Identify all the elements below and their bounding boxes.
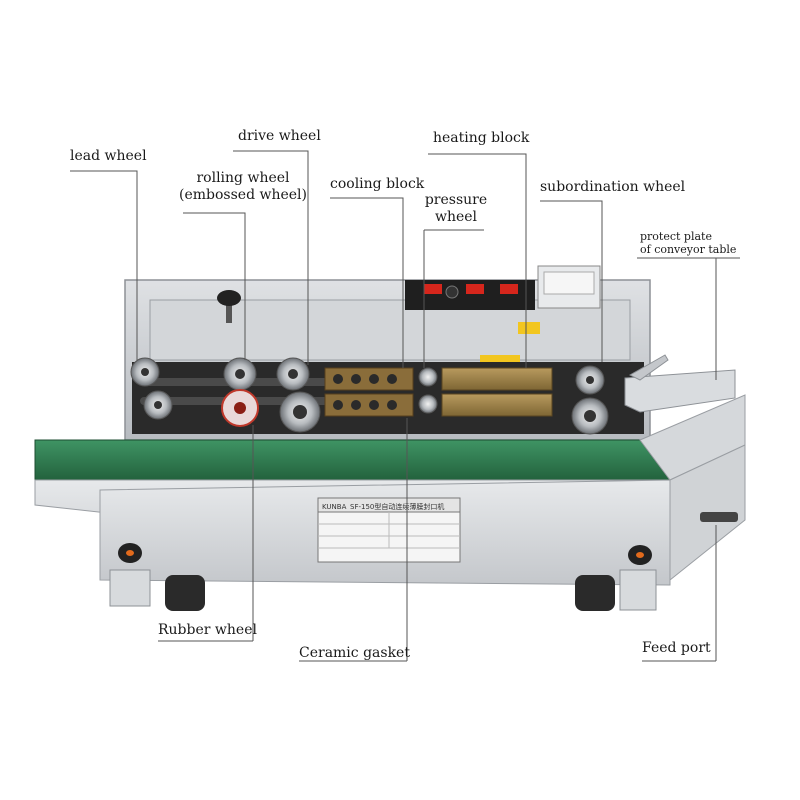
nameplate-model: SF-150型自动连续薄膜封口机 bbox=[350, 502, 444, 511]
label-rubber-wheel: Rubber wheel bbox=[158, 622, 257, 638]
heat-button-icon bbox=[500, 284, 518, 294]
label-subordination-wheel: subordination wheel bbox=[540, 179, 686, 195]
nameplate-brand: KUNBA bbox=[322, 503, 347, 511]
leader-lines bbox=[70, 150, 740, 662]
nameplate: KUNBA SF-150型自动连续薄膜封口机 bbox=[317, 497, 461, 563]
label-protect-plate-line2: of conveyor table bbox=[640, 243, 737, 256]
label-lead-wheel: lead wheel bbox=[70, 148, 147, 164]
cooling-block-graphic bbox=[324, 367, 414, 417]
label-cooling-block: cooling block bbox=[330, 176, 425, 192]
label-feed-port: Feed port bbox=[642, 640, 711, 656]
top-knob-icon bbox=[217, 290, 241, 306]
label-drive-wheel: drive wheel bbox=[238, 128, 321, 144]
label-rolling-wheel: rolling wheel (embossed wheel) bbox=[178, 170, 308, 204]
heating-block-graphic bbox=[441, 367, 553, 417]
heating-block-leader bbox=[428, 153, 527, 368]
label-pressure-wheel-line2: wheel bbox=[434, 209, 478, 225]
label-protect-plate-line1: protect plate bbox=[640, 230, 712, 243]
label-rolling-wheel-line2: (embossed wheel) bbox=[179, 187, 307, 203]
cooling-block-leader bbox=[330, 197, 404, 368]
drive-wheel-leader bbox=[233, 150, 309, 365]
temp-knob-icon bbox=[445, 285, 459, 299]
protect-plate-graphic bbox=[624, 354, 736, 413]
label-protect-plate: protect plate of conveyor table bbox=[640, 230, 736, 256]
drive-wheel-graphic bbox=[276, 357, 321, 433]
subordination-wheel-leader bbox=[540, 200, 603, 362]
conveyor-belt bbox=[34, 394, 746, 481]
label-heating-block: heating block bbox=[433, 130, 530, 146]
lead-wheel-graphic bbox=[130, 357, 173, 420]
label-pressure-wheel-line1: pressure bbox=[424, 192, 488, 208]
power-button-icon bbox=[424, 284, 442, 294]
feed-port-slot bbox=[700, 512, 738, 522]
lead-wheel-leader bbox=[70, 170, 138, 360]
label-pressure-wheel: pressure wheel bbox=[424, 192, 488, 226]
rolling-wheel-graphic bbox=[221, 357, 259, 427]
subordination-wheel-graphic bbox=[571, 365, 609, 435]
label-ceramic-gasket: Ceramic gasket bbox=[299, 645, 410, 661]
label-rolling-wheel-line1: rolling wheel bbox=[196, 170, 290, 186]
pressure-wheel-graphic bbox=[418, 367, 438, 414]
rolling-wheel-leader bbox=[183, 212, 246, 360]
motor-button-icon bbox=[466, 284, 484, 294]
